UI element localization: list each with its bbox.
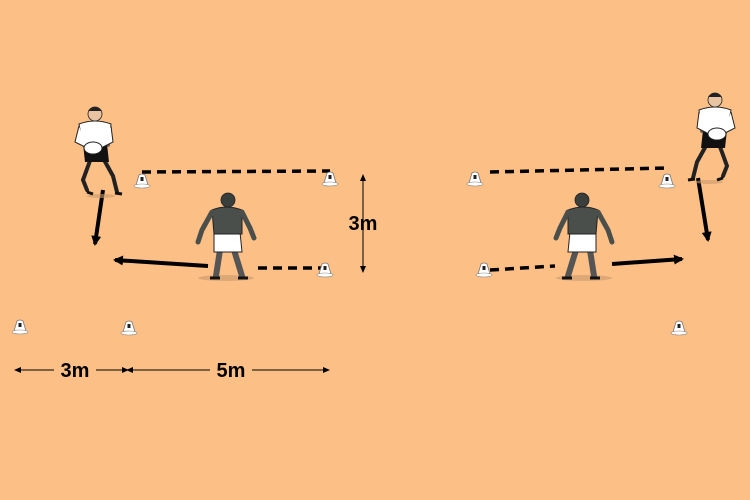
run-arrow [696, 177, 712, 242]
dashed-line [489, 264, 556, 272]
run-arrow [91, 189, 105, 246]
gap-right-label: 5m [217, 360, 246, 382]
drift-arrow [113, 255, 209, 268]
depth-label: 3m [349, 213, 378, 235]
drift-arrow [611, 254, 684, 266]
drill-layout: 3m 3m 5m [11, 91, 737, 382]
dashed-line [141, 169, 331, 174]
gap-left-label: 3m [61, 360, 90, 382]
